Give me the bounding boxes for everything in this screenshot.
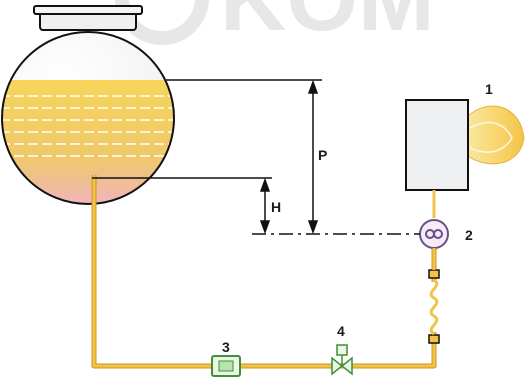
label-pump: 2 xyxy=(465,227,473,243)
hose-coupling-bottom xyxy=(428,334,440,344)
label-height: H xyxy=(271,199,281,215)
dimension-h xyxy=(259,177,271,235)
filter xyxy=(211,355,241,377)
fuel-hatching xyxy=(2,95,174,157)
label-burner: 1 xyxy=(485,81,493,97)
valve-actuator xyxy=(336,344,348,356)
filter-element xyxy=(218,360,234,372)
watermark-logo-ring xyxy=(115,0,209,45)
watermark: KOM xyxy=(115,0,435,50)
watermark-text: KOM xyxy=(220,0,435,50)
fuel-pipe xyxy=(91,175,437,369)
pump xyxy=(419,219,449,270)
burner xyxy=(405,99,525,218)
pump-gears-icon xyxy=(425,229,443,239)
label-pressure: P xyxy=(318,147,327,163)
label-filter: 3 xyxy=(222,339,230,355)
tank-outline xyxy=(1,31,175,205)
label-valve: 4 xyxy=(337,323,345,339)
tank-fuel xyxy=(2,80,174,204)
hose-coil xyxy=(429,278,439,336)
flame xyxy=(467,105,525,165)
flame-highlight xyxy=(469,121,513,153)
dimension-lines xyxy=(92,79,420,235)
fuel-tank xyxy=(1,5,175,205)
burner-housing xyxy=(405,99,469,191)
dimension-p xyxy=(307,79,319,235)
flexible-hose xyxy=(426,269,442,344)
hose-coupling-top xyxy=(428,269,440,279)
tank-flange xyxy=(33,5,143,15)
shutoff-valve xyxy=(331,344,353,376)
